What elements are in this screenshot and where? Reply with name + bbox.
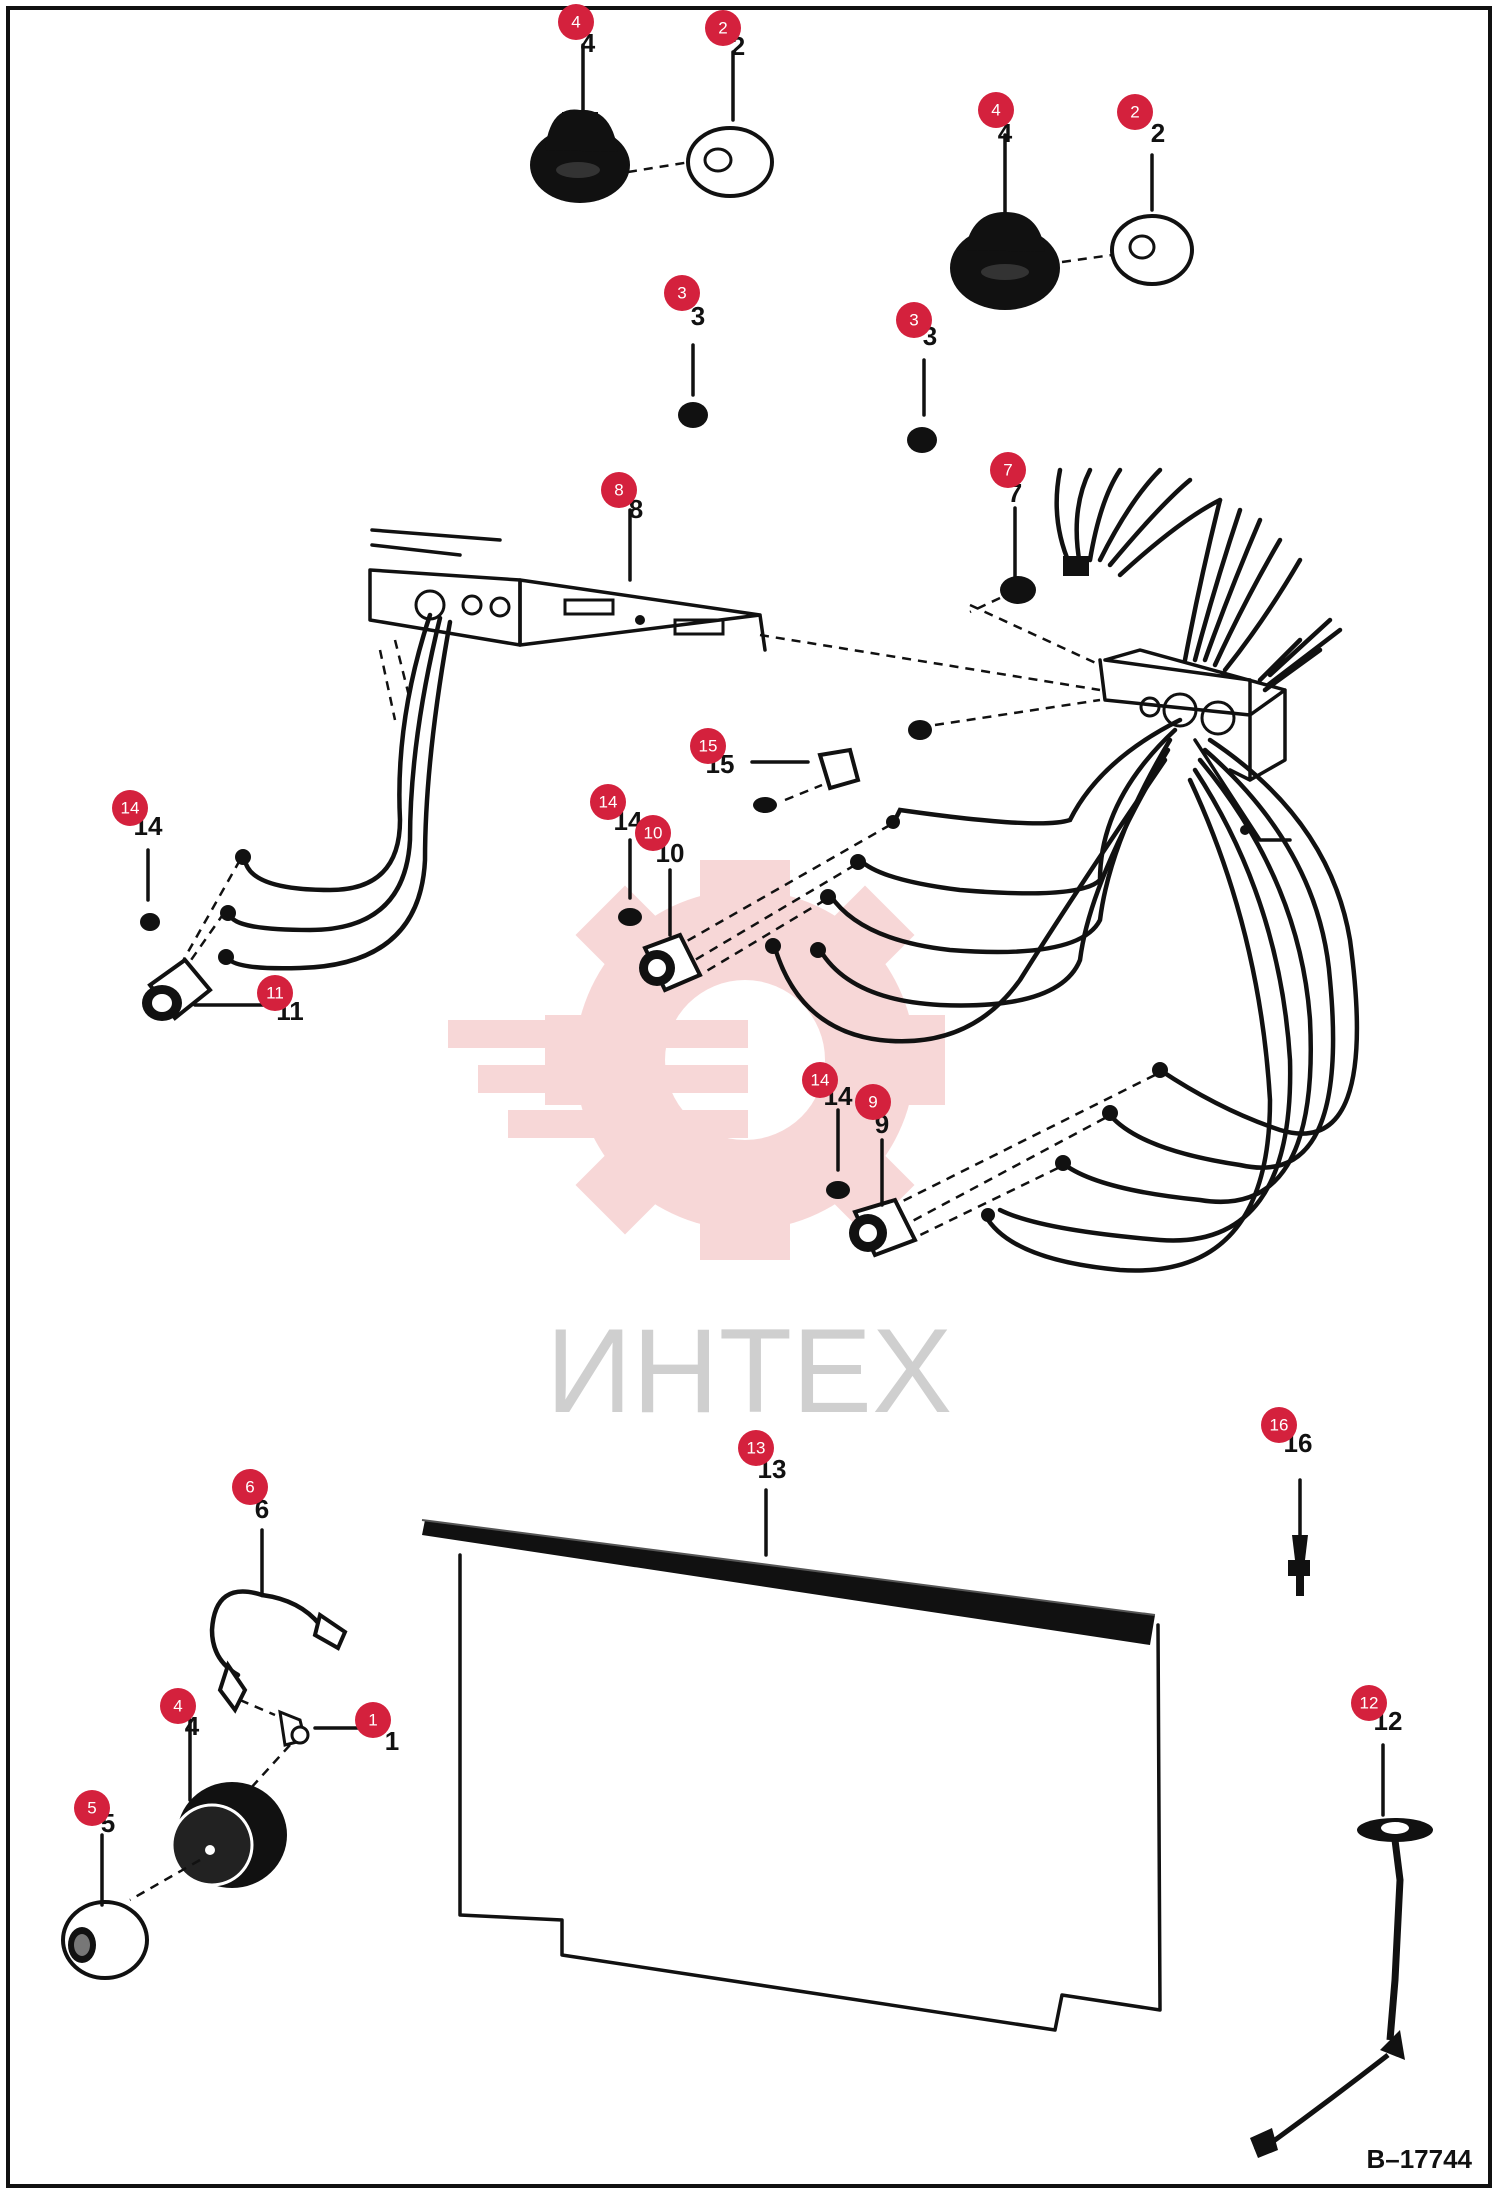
callout-5[interactable]: 5: [74, 1790, 110, 1826]
callout-4-top-right[interactable]: 4: [978, 92, 1014, 128]
svg-text:9: 9: [868, 1093, 877, 1112]
svg-text:2: 2: [1130, 103, 1139, 122]
drawing-id: B–17744: [1366, 2144, 1472, 2174]
callout-1[interactable]: 1: [355, 1702, 391, 1738]
svg-text:14: 14: [811, 1071, 830, 1090]
callout-2-top-left[interactable]: 2: [705, 10, 741, 46]
dash-knob-spacer-right: [1061, 253, 1113, 264]
svg-text:3: 3: [677, 284, 686, 303]
svg-text:10: 10: [644, 824, 663, 843]
svg-text:14: 14: [121, 799, 140, 818]
svg-text:14: 14: [599, 793, 618, 812]
dash-grommet: [969, 596, 1001, 614]
dash-lead-bulb: [239, 1698, 276, 1717]
wire-harness-left: [218, 612, 453, 971]
dash-nut-bracket: [934, 698, 1101, 727]
lamp-socket-left: [142, 957, 213, 1021]
float-arm: [1250, 1818, 1433, 2158]
callout-3-left[interactable]: 3: [664, 275, 700, 311]
svg-text:3: 3: [909, 311, 918, 330]
mounting-bracket: [368, 528, 1292, 842]
wire-harness-center: [765, 717, 1183, 1044]
callout-11[interactable]: 11: [257, 975, 293, 1011]
dash-center-harness: [679, 823, 891, 977]
svg-text:4: 4: [991, 101, 1000, 120]
dash-right-harness: [894, 1073, 1156, 1242]
callout-10[interactable]: 10: [635, 815, 671, 851]
callout-16[interactable]: 16: [1261, 1407, 1297, 1443]
svg-text:4: 4: [571, 13, 580, 32]
callout-14-right[interactable]: 14: [802, 1062, 838, 1098]
callout-15[interactable]: 15: [690, 728, 726, 764]
callout-13[interactable]: 13: [738, 1430, 774, 1466]
callout-14-center[interactable]: 14: [590, 784, 626, 820]
lamp-socket-center: [639, 932, 703, 993]
bulb-right: [826, 1181, 850, 1199]
spacer-top-left: [686, 126, 774, 198]
wire-bundle-upper: [1054, 467, 1343, 693]
svg-text:16: 16: [1270, 1416, 1289, 1435]
svg-text:6: 6: [245, 1478, 254, 1497]
svg-text:1: 1: [368, 1711, 377, 1730]
svg-text:7: 7: [1003, 461, 1012, 480]
wire-harness-right: [981, 737, 1360, 1273]
dash-bracket-top: [969, 603, 1101, 667]
svg-text:2: 2: [1151, 118, 1165, 148]
grommet: [1000, 576, 1036, 604]
callout-2-top-right[interactable]: 2: [1117, 94, 1153, 130]
dash-knob-spacer-left: [627, 160, 691, 174]
svg-text:2: 2: [718, 19, 727, 38]
small-nut: [908, 720, 932, 740]
callout-14-left[interactable]: 14: [112, 790, 148, 826]
sender-unit: [1288, 1535, 1310, 1596]
svg-text:5: 5: [87, 1799, 96, 1818]
callout-3-right[interactable]: 3: [896, 302, 932, 338]
knob-top-left: [530, 109, 630, 203]
clip: [817, 747, 861, 791]
dash-lamp-lens: [129, 1858, 201, 1902]
dash-bulb-lamp: [239, 1744, 291, 1801]
svg-text:13: 13: [747, 1439, 766, 1458]
svg-text:4: 4: [173, 1697, 182, 1716]
callout-7[interactable]: 7: [990, 452, 1026, 488]
svg-text:15: 15: [699, 737, 718, 756]
svg-text:8: 8: [614, 481, 623, 500]
nut-right: [907, 427, 937, 453]
spacer-top-right: [1110, 214, 1194, 286]
callout-9[interactable]: 9: [855, 1084, 891, 1120]
svg-text:12: 12: [1360, 1694, 1379, 1713]
callout-8[interactable]: 8: [601, 472, 637, 508]
callout-4-top-left[interactable]: 4: [558, 4, 594, 40]
instrument-panel: [421, 1519, 1162, 2032]
knob-top-right: [950, 212, 1060, 310]
svg-text:1: 1: [385, 1726, 399, 1756]
lamp-housing: [170, 1782, 287, 1888]
callout-12[interactable]: 12: [1351, 1685, 1387, 1721]
clip-screw: [753, 797, 777, 813]
nut-left: [678, 402, 708, 428]
dash-left-harness: [168, 859, 242, 991]
bulb-left: [140, 913, 160, 931]
watermark-text: ИНТЕХ: [546, 1304, 952, 1438]
bulb-lower: [278, 1709, 310, 1747]
bulb-center: [618, 908, 642, 926]
svg-text:11: 11: [266, 984, 284, 1003]
svg-text:3: 3: [691, 301, 705, 331]
wire-lead: [209, 1589, 348, 1714]
lens-cap: [61, 1900, 149, 1980]
callout-6[interactable]: 6: [232, 1469, 268, 1505]
callout-4-lower[interactable]: 4: [160, 1688, 196, 1724]
dash-clip: [784, 783, 823, 802]
